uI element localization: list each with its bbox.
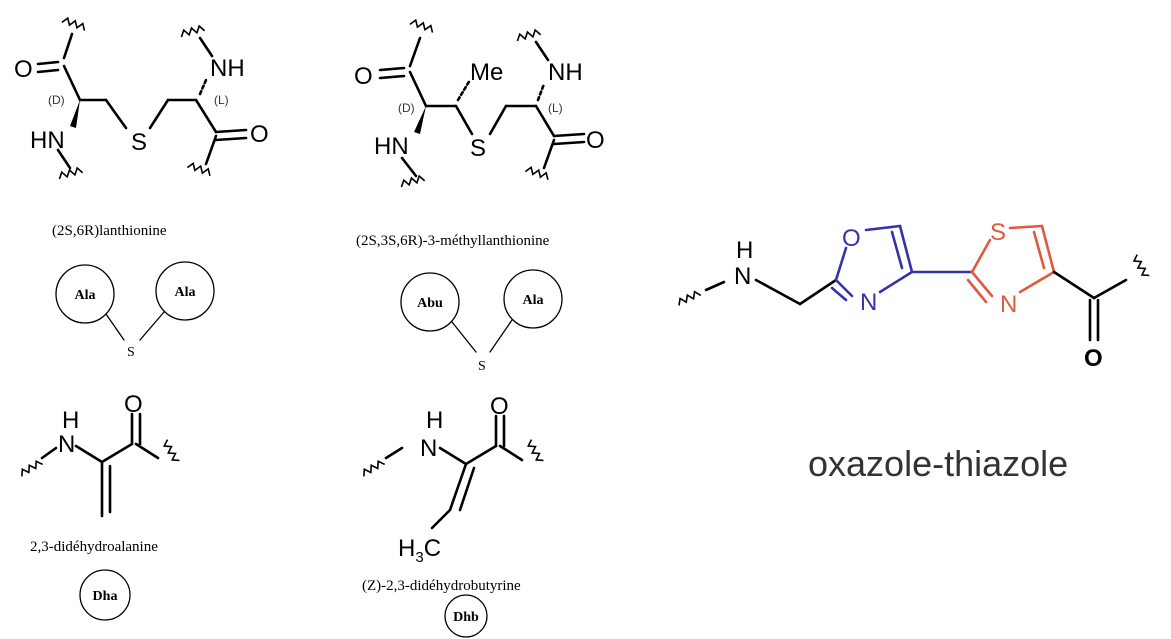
svg-text:Ala: Ala [75,288,96,303]
abu-residue [400,272,460,332]
carbonyl-oxygen: O [1084,345,1103,372]
ala-left-residue [55,264,115,324]
oxazole-thiazole-structure: H N O N S N O oxazole-thiazole [678,219,1150,484]
lanthionine-structure: O (D) HN S (L) NH O (2S,6R)lanthionine A… [14,16,269,360]
lanthionine-carbonyl-o-left: O [14,56,33,83]
svg-text:Ala: Ala [175,285,196,300]
svg-text:Ala: Ala [523,293,544,308]
methyllanthionine-sulfur: S [470,135,486,162]
lanthionine-l-label: (L) [214,93,229,107]
dhb-caption: (Z)-2,3-didéhydrobutyrine [362,578,521,594]
dha-nitrogen: N [58,431,75,458]
oxazole-thiazole-caption: oxazole-thiazole [808,443,1068,484]
lanthionine-d-label: (D) [48,93,65,107]
lanthionine-s-bridge: S [127,345,135,360]
svg-text:Dhb: Dhb [453,610,479,625]
dhb-methyl: H3C [398,535,441,566]
amine-hydrogen: H [736,237,753,264]
svg-text:Abu: Abu [417,296,443,311]
methyllanthionine-carbonyl-o-right: O [586,127,605,154]
methyllanthionine-structure: O (D) HN Me S (L) NH O (2S,3S,6R)-3-méth… [354,18,605,374]
thiazole-nitrogen: N [1000,291,1017,318]
oxazole-nitrogen: N [860,289,877,316]
lanthionine-nh-top: NH [210,55,245,82]
lanthionine-sulfur: S [131,129,147,156]
dha-caption: 2,3-didéhydroalanine [30,539,158,555]
methyllanthionine-carbonyl-o-left: O [354,63,373,90]
methyllanthionine-nh-top: NH [548,59,583,86]
ala-residue-methyl [503,269,563,329]
dha-residue [79,569,131,621]
amine-nitrogen: N [734,263,751,290]
methyllanthionine-methyl: Me [470,59,503,86]
dhb-structure: H N H3C O (Z)-2,3-didéhydrobutyrine Dhb [362,393,544,638]
lanthionine-caption: (2S,6R)lanthionine [52,223,167,239]
dhb-residue [444,594,488,638]
dha-structure: H N O 2,3-didéhydroalanine Dha [21,391,180,621]
methyllanthionine-caption: (2S,3S,6R)-3-méthyllanthionine [356,233,550,249]
thiazole-sulfur: S [990,219,1006,246]
methyllanthionine-d-label: (D) [398,101,415,115]
ala-right-residue [155,261,215,321]
lanthionine-carbonyl-o-right: O [250,121,269,148]
svg-text:Dha: Dha [93,589,118,604]
dhb-hydrogen: H [426,407,443,434]
dhb-nitrogen: N [420,435,437,462]
dha-oxygen: O [124,391,143,418]
methyllanthionine-l-label: (L) [548,101,563,115]
oxazole-oxygen: O [842,225,861,252]
dhb-oxygen: O [490,393,509,420]
methyllanthionine-s-bridge: S [478,359,486,374]
methyllanthionine-hn-left: HN [374,133,409,160]
dha-hydrogen: H [62,407,79,434]
